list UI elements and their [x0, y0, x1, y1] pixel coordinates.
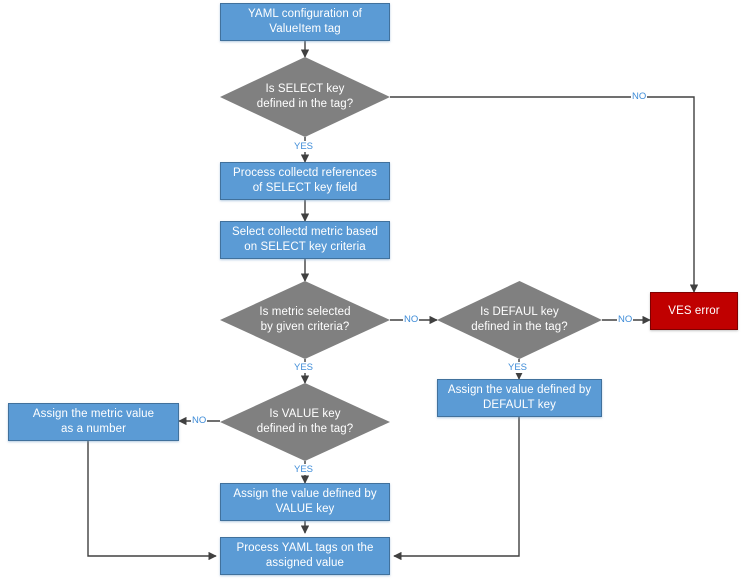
edge-label-default-yes: YES [507, 362, 529, 373]
node-metric-selected-decision[interactable]: Is metric selected by given criteria? [220, 281, 390, 359]
node-assign-value-line1: Assign the value defined by [233, 488, 377, 500]
node-select-metric[interactable]: Select collectd metric based on SELECT k… [220, 221, 390, 259]
node-default-key-decision[interactable]: Is DEFAUL key defined in the tag? [437, 281, 602, 359]
node-select-key-decision[interactable]: Is SELECT key defined in the tag? [220, 57, 390, 137]
node-assign-number[interactable]: Assign the metric value as a number [8, 403, 179, 441]
node-select-key-line1: Is SELECT key [265, 83, 345, 95]
edge-label-value-yes: YES [293, 464, 315, 475]
node-assign-default[interactable]: Assign the value defined by DEFAULT key [437, 379, 602, 417]
node-default-key-line2: defined in the tag? [471, 321, 568, 333]
edge-label-metric-yes: YES [293, 362, 315, 373]
edge-select-no-to-ves [390, 96, 699, 293]
node-start-text: YAML configuration of ValueItem tag [248, 7, 362, 37]
node-assign-number-text: Assign the metric value as a number [33, 407, 154, 437]
edge-assignnumber-to-processyaml [87, 440, 217, 561]
node-process-references-text: Process collectd references of SELECT ke… [233, 166, 377, 196]
node-assign-value-text: Assign the value defined by VALUE key [233, 487, 376, 517]
node-assign-value-line2: VALUE key [275, 503, 335, 515]
node-ves-error-text: VES error [668, 304, 720, 317]
node-process-references[interactable]: Process collectd references of SELECT ke… [220, 162, 390, 200]
node-ves-error[interactable]: VES error [650, 292, 738, 330]
node-select-key-text: Is SELECT key defined in the tag? [247, 82, 364, 112]
node-assign-number-line1: Assign the metric value [32, 408, 155, 420]
node-select-metric-line2: on SELECT key criteria [244, 241, 366, 253]
node-select-metric-line1: Select collectd metric based [232, 226, 378, 238]
edge-label-metric-no: NO [403, 314, 420, 325]
node-assign-value[interactable]: Assign the value defined by VALUE key [220, 483, 390, 521]
node-value-key-text: Is VALUE key defined in the tag? [247, 407, 364, 437]
edge-label-value-no: NO [191, 415, 208, 426]
node-default-key-text: Is DEFAUL key defined in the tag? [461, 305, 578, 335]
node-process-yaml[interactable]: Process YAML tags on the assigned value [220, 537, 390, 575]
node-process-yaml-text: Process YAML tags on the assigned value [236, 541, 373, 571]
node-start-line2: ValueItem tag [269, 23, 341, 35]
node-start-line1: YAML configuration of [248, 8, 362, 20]
node-start[interactable]: YAML configuration of ValueItem tag [220, 3, 390, 41]
node-assign-default-line2: DEFAULT key [483, 399, 556, 411]
node-value-key-decision[interactable]: Is VALUE key defined in the tag? [220, 383, 390, 461]
node-assign-default-text: Assign the value defined by DEFAULT key [448, 383, 591, 413]
node-metric-selected-line1: Is metric selected [259, 306, 351, 318]
node-select-metric-text: Select collectd metric based on SELECT k… [232, 225, 378, 255]
edge-label-select-yes: YES [293, 141, 315, 152]
node-default-key-line1: Is DEFAUL key [480, 306, 559, 318]
node-assign-number-line2: as a number [60, 423, 127, 435]
node-process-references-line1: Process collectd references [233, 167, 377, 179]
edge-label-default-no: NO [617, 314, 634, 325]
edge-assigndefault-to-processyaml [393, 417, 520, 561]
node-select-key-line2: defined in the tag? [256, 98, 354, 110]
node-value-key-line1: Is VALUE key [269, 408, 341, 420]
node-process-yaml-line1: Process YAML tags on the [236, 542, 374, 554]
node-process-references-line2: of SELECT key field [252, 182, 358, 194]
node-process-yaml-line2: assigned value [265, 557, 345, 569]
node-metric-selected-line2: by given criteria? [260, 321, 350, 333]
node-assign-default-line1: Assign the value defined by [447, 384, 592, 396]
node-metric-selected-text: Is metric selected by given criteria? [249, 305, 360, 335]
node-value-key-line2: defined in the tag? [256, 423, 354, 435]
edge-label-select-no: NO [631, 91, 648, 102]
